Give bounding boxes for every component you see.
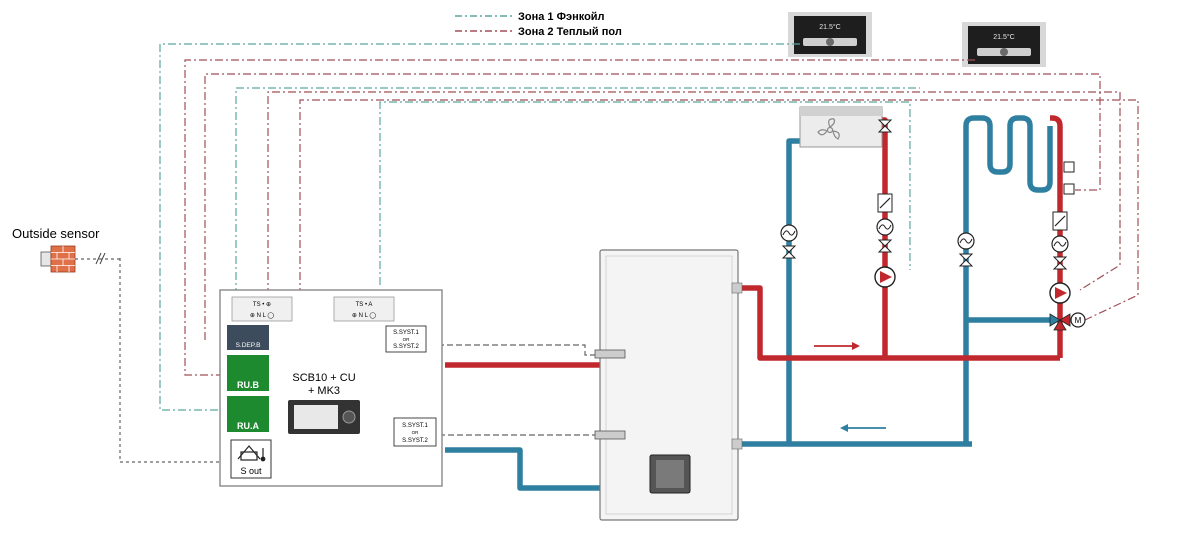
svg-text:OR: OR (403, 337, 411, 342)
svg-text:OR: OR (412, 430, 420, 435)
tank-sensor-upper (594, 349, 626, 359)
outside-sensor: Outside sensor (12, 226, 120, 273)
thermostat-zone2: 21.5°C (962, 22, 1046, 67)
control-knob-icon (342, 410, 356, 424)
tank-sensor-lower (594, 430, 626, 440)
terminal-right-sub: ⊕ N L ◯ (352, 312, 376, 319)
check-valve-icon (1052, 211, 1068, 231)
thermostat-zone1: 21.5°C (788, 12, 872, 57)
thermostat-knob-icon (826, 38, 834, 46)
terminal-strip-left: TS • ⊕ ⊕ N L ◯ (231, 296, 293, 322)
legend-zone2-label: Зона 2 Теплый пол (518, 26, 622, 38)
legend-zone1-label: Зона 1 Фэнкойл (518, 11, 605, 23)
sensor-housing-icon (40, 251, 52, 267)
three-way-mixing-valve-icon: M (1049, 312, 1086, 331)
cold-pipes (445, 115, 1055, 491)
valve-icon (958, 253, 974, 267)
thermometer-gauge-icon (876, 218, 894, 236)
thermostat-zone2-temp: 21.5°C (993, 33, 1014, 41)
controller-panel: TS • ⊕ ⊕ N L ◯ TS • A ⊕ N L ◯ S.DEP.B RU… (219, 289, 443, 487)
valve-icon (781, 245, 797, 259)
outside-sensor-label: Outside sensor (12, 226, 100, 241)
valve-icon (877, 119, 893, 133)
terminal-left-label: TS • ⊕ (253, 302, 271, 308)
valve-icon (1052, 256, 1068, 270)
pump-icon (1049, 282, 1071, 304)
svg-text:M: M (1075, 316, 1082, 325)
svg-text:S.SYST.1: S.SYST.1 (402, 423, 428, 429)
fan-icon (817, 118, 840, 140)
s-dep-b-label: S.DEP.B (236, 342, 261, 349)
thermometer-gauge-icon (780, 224, 798, 242)
s-syst-bottom-label: S.SYST.1 OR S.SYST.2 (393, 417, 437, 447)
s-syst-top-label: S.SYST.1 OR S.SYST.2 (385, 325, 427, 353)
s-out-label: S out (240, 466, 262, 476)
ru-a-label: RU.A (237, 421, 259, 431)
ru-b-label: RU.B (237, 380, 259, 390)
thermometer-gauge-icon (957, 232, 975, 250)
svg-text:S.SYST.1: S.SYST.1 (393, 330, 419, 336)
actuator-motor-icon (1070, 312, 1086, 328)
ru-b-block (227, 355, 269, 391)
flow-arrow-left-icon (840, 424, 886, 432)
storage-tank (594, 249, 743, 521)
valve-icon (877, 239, 893, 253)
svg-text:S.SYST.2: S.SYST.2 (393, 344, 419, 350)
controller-title-line1: SCB10 + CU (292, 372, 355, 384)
brick-wall-icon (50, 245, 76, 273)
terminal-right-label: TS • A (356, 302, 373, 308)
thermostat-knob-icon (1000, 48, 1008, 56)
s-dep-b-block (227, 325, 269, 350)
svg-text:S.SYST.2: S.SYST.2 (402, 438, 428, 444)
legend: Зона 1 Фэнкойл Зона 2 Теплый пол (455, 11, 622, 38)
temperature-sensor-icon (1063, 161, 1075, 195)
terminal-strip-right: TS • A ⊕ N L ◯ (333, 296, 395, 322)
pump-icon (874, 266, 896, 288)
thermostat-zone1-temp: 21.5°C (819, 23, 840, 31)
controller-title-line2: + MK3 (308, 385, 340, 397)
fan-coil-unit (799, 106, 883, 148)
thermometer-gauge-icon (1051, 235, 1069, 253)
flow-arrow-right-icon (814, 342, 860, 350)
check-valve-icon (877, 193, 893, 213)
terminal-left-sub: ⊕ N L ◯ (250, 312, 274, 319)
control-display-unit (288, 400, 360, 434)
house-sensor-icon (237, 445, 266, 462)
ru-a-block (227, 396, 269, 432)
